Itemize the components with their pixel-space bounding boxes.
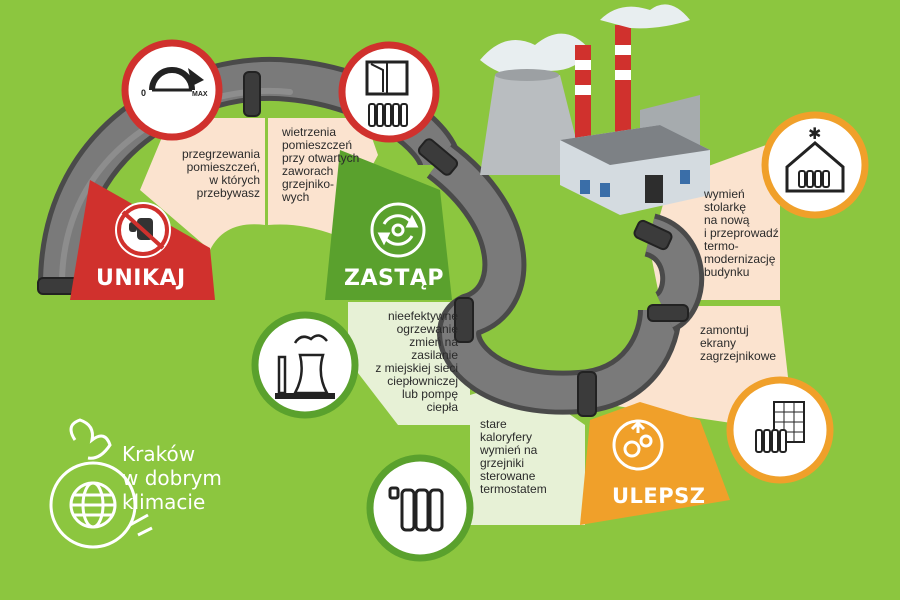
improve-gears-icon (612, 419, 664, 471)
unikaj-tip-ventilation: wietrzenia pomieszczeń przy otwartych za… (282, 125, 360, 204)
radiator-reflector-icon (726, 376, 834, 484)
zastap-panel-2 (470, 380, 585, 525)
zastap-tip-radiators: stare kaloryfery wymień na grzejniki ste… (480, 417, 547, 496)
unikaj-tip-overheating: przegrzewania pomieszczeń, w których prz… (181, 147, 260, 200)
logo-text: Kraków w dobrym klimacie (122, 442, 222, 514)
stop-hand-icon (115, 202, 171, 258)
gauge-max-label: MAX (192, 91, 208, 98)
ulepsz-tip-windows: wymień stolarkę na nową i przeprowadź te… (704, 187, 779, 279)
globe-plug-icon (49, 418, 153, 549)
pipe-middle (426, 142, 682, 415)
svg-text:✱: ✱ (808, 124, 821, 143)
thermostat-gauge-icon (121, 39, 223, 141)
unikaj-title: UNIKAJ (96, 266, 186, 291)
ulepsz-tip-reflectors: zamontuj ekrany zagrzejnikowe (700, 323, 777, 363)
zastap-banner (325, 150, 452, 300)
open-window-radiator-icon (338, 41, 440, 143)
unikaj-panel-1 (140, 118, 265, 250)
power-plant-icon (251, 311, 359, 419)
zastap-title: ZASTĄP (344, 266, 444, 291)
thermostat-radiator-icon (366, 454, 474, 562)
replace-cycle-icon (370, 202, 426, 258)
ulepsz-title: ULEPSZ (612, 484, 706, 508)
gauge-min-label: 0 (141, 88, 147, 98)
insulated-house-icon: ✱ (761, 111, 869, 219)
zastap-tip-heating: nieefektywne ogrzewanie zmień na zasilan… (375, 309, 458, 414)
factory-icon (480, 4, 710, 215)
